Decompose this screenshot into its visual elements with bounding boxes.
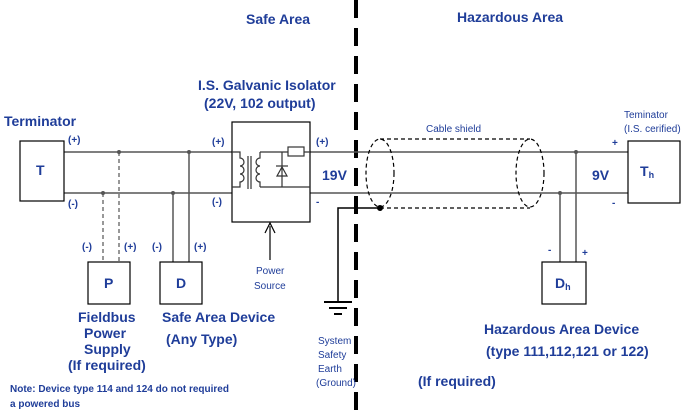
dh-minus-label: - <box>548 245 551 256</box>
dh-junction-plus <box>574 150 578 154</box>
terminator-right-symbol: Th <box>640 163 654 180</box>
terminator-right-plus: + <box>612 138 618 149</box>
terminator-left-minus: (-) <box>68 199 78 210</box>
d-plus-label: (+) <box>194 242 207 253</box>
earth-line4: (Ground) <box>316 378 356 389</box>
p-plus-label: (+) <box>124 242 137 253</box>
fieldbus-supply-line3: Supply <box>84 341 131 357</box>
isolator-in-plus: (+) <box>212 137 225 148</box>
p-junction-minus <box>101 191 105 195</box>
fieldbus-supply-line1: Fieldbus <box>78 309 136 325</box>
fieldbus-supply-line4: (If required) <box>68 357 146 373</box>
isolator-title: I.S. Galvanic Isolator <box>198 77 336 93</box>
isolator-subtitle: (22V, 102 output) <box>204 95 316 111</box>
terminator-right-line2: (I.S. cerified) <box>624 124 681 135</box>
hazard-device-box <box>541 261 587 305</box>
d-minus-label: (-) <box>152 242 162 253</box>
isolator-box <box>231 121 311 223</box>
dh-plus-label: + <box>582 248 588 259</box>
isolator-out-plus: (+) <box>316 137 329 148</box>
note-line1: Note: Device type 114 and 124 do not req… <box>10 384 229 395</box>
shield-right-end <box>515 138 545 208</box>
safe-area-label: Safe Area <box>246 11 310 27</box>
earth-wire <box>337 207 380 302</box>
power-source-line1: Power <box>256 266 285 277</box>
safe-device-line2: (Any Type) <box>166 331 237 347</box>
p-junction-plus <box>117 150 121 154</box>
terminator-left-symbol: T <box>36 162 45 178</box>
terminator-left-box <box>19 140 65 202</box>
hazard-voltage: 9V <box>592 167 610 183</box>
earth-line3: Earth <box>318 364 342 375</box>
d-junction-plus <box>187 150 191 154</box>
safe-device-line1: Safe Area Device <box>162 309 275 325</box>
p-minus-label: (-) <box>82 242 92 253</box>
terminator-right-minus: - <box>612 198 615 209</box>
safe-device-box <box>159 261 203 305</box>
earth-junction <box>377 205 383 211</box>
note-line2: a powered bus <box>10 399 80 410</box>
isolator-out-minus: - <box>316 197 319 208</box>
earth-line1: System <box>318 336 351 347</box>
isolator-transformer-icon <box>232 146 310 189</box>
power-source-arrow-head <box>264 221 276 234</box>
dh-junction-minus <box>558 191 562 195</box>
fieldbus-supply-box <box>87 261 131 305</box>
terminator-left-plus: (+) <box>68 135 81 146</box>
d-junction-minus <box>171 191 175 195</box>
terminator-right-box <box>627 140 681 204</box>
shield-left-end <box>365 138 395 208</box>
hazardous-area-label: Hazardous Area <box>457 9 563 25</box>
fieldbus-supply-symbol: P <box>104 275 113 291</box>
terminator-left-label: Terminator <box>4 113 77 129</box>
terminator-right-line1: Teminator <box>624 110 669 121</box>
hazard-device-symbol: Dh <box>555 275 571 292</box>
cable-shield-label: Cable shield <box>426 124 481 135</box>
power-source-line2: Source <box>254 281 286 292</box>
ground-icon <box>324 301 352 315</box>
hazard-device-line2: (type 111,112,121 or 122) <box>486 343 649 359</box>
isolator-in-minus: (-) <box>212 197 222 208</box>
fieldbus-supply-line2: Power <box>84 325 127 341</box>
isolator-output-voltage: 19V <box>322 167 348 183</box>
earth-line2: Safety <box>318 350 346 361</box>
hazard-device-line1: Hazardous Area Device <box>484 321 639 337</box>
safe-device-symbol: D <box>176 275 186 291</box>
hazard-device-line3: (If required) <box>418 373 496 389</box>
